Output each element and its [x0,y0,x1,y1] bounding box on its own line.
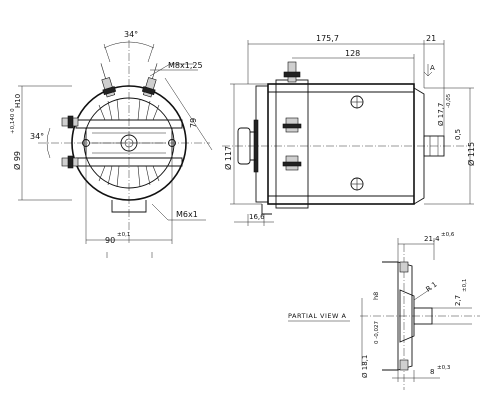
dim-214-label: 21,4 [424,235,440,243]
dim-r1-label: R 1 [425,280,439,293]
dim-90-label: 90 [105,236,115,245]
dim-177-tolerance: -0,05 [446,93,452,108]
side-view: 175,7 21 128 A Ø 117 Ø 17,7 -0,05 0,5 Ø … [222,34,476,226]
dim-181-tolerance: 0 -0,027 [374,321,380,344]
dim-214-tolerance: ±0,6 [441,232,455,238]
dim-117-label: Ø 117 [223,146,233,170]
dim-79-line [164,77,213,151]
dim-27-label: 2,7 [454,295,462,306]
dim-8-tolerance: ±0,3 [437,365,451,371]
dim-99-fit: H10 [14,94,22,108]
bottom-foot [261,204,272,215]
side-fitting [237,127,251,165]
shaft [423,135,445,157]
dim-90-tolerance: ±0,1 [117,232,130,238]
angle-top-dimension: 34° [103,30,155,63]
dim-177-label: Ø 17,7 [437,103,445,126]
dim-166-label: 16,6 [249,213,265,221]
mounting-hole-left [82,139,90,147]
center-hub [120,134,138,152]
thread-top-label: M8x1,25 [168,61,203,70]
motor-body [267,83,415,205]
motor-housing-circle [71,85,187,201]
top-terminal-studs [100,63,158,98]
winding-hatch [98,98,160,188]
angle-top-label: 34° [124,30,138,39]
dim-8-label: 8 [430,368,434,376]
dim-99-tolerance: +0,140 0 [10,108,16,134]
partial-view-a: PARTIAL VIEW A 21,4 ±0,6 R 1 2,7 ±0,1 Ø … [288,232,480,390]
angle-left-label: 34° [30,132,44,141]
dim-181-fit: h8 [372,292,380,300]
front-view: 34° M8x1,25 34° 79 Ø 99 +0,140 0 H10 M6x… [10,30,213,258]
body-screws [350,95,364,191]
end-plate [382,261,399,371]
inner-circle [83,97,175,189]
dim-181-label: Ø 18,1 [361,355,369,378]
shaft-stub [413,307,433,325]
svg-text:A: A [430,64,435,72]
thread-bottom-label: M6x1 [176,210,198,219]
view-a-arrow [423,64,433,77]
dim-05-label: 0,5 [454,129,462,140]
dim-99-label: Ø 99 [12,151,22,170]
dim-128-label: 128 [345,49,360,58]
partial-view-title: PARTIAL VIEW A [288,312,346,320]
angle-left-arc [46,127,51,159]
mounting-hole-right [168,139,176,147]
dim-27-tolerance: ±0,1 [462,279,468,292]
dim-21-label: 21 [426,34,436,43]
side-terminal-studs [61,115,79,169]
dim-115-label: Ø 115 [466,142,476,166]
bottom-bracket [111,200,147,213]
dim-1757-label: 175,7 [316,34,339,43]
dim-79-label: 79 [189,118,198,128]
terminal-block [275,61,309,209]
